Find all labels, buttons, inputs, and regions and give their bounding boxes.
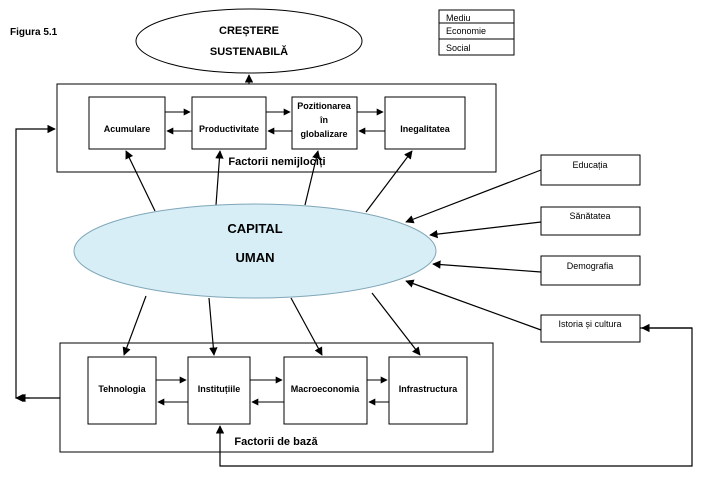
- legend-mediu: Mediu: [446, 13, 471, 23]
- box-inegalitatea-label: Inegalitatea: [400, 124, 451, 134]
- figure-label: Figura 5.1: [10, 27, 58, 38]
- box-pozitionare-line3: globalizare: [300, 129, 347, 139]
- legend-economie: Economie: [446, 26, 486, 36]
- box-educatia: [540, 154, 641, 186]
- capital-uman-ellipse: CAPITAL UMAN: [73, 203, 437, 299]
- box-pozitionare-line2: în: [319, 115, 328, 125]
- box-tehnologia: [87, 356, 157, 425]
- box-demografia: [540, 255, 641, 286]
- box-tehnologia-label: Tehnologia: [98, 384, 146, 394]
- box-macroeconomia-label: Macroeconomia: [291, 384, 361, 394]
- box-institutiile-label: Instituțiile: [198, 384, 241, 394]
- goal-ellipse: CREȘTERE SUSTENABILĂ: [135, 8, 363, 74]
- box-macroeconomia: [283, 356, 368, 425]
- direct-factors-frame: [56, 83, 497, 173]
- box-acumulare: [88, 96, 166, 150]
- box-sanatatea: [540, 206, 641, 236]
- box-acumulare-label: Acumulare: [104, 124, 151, 134]
- capital-line1: CAPITAL: [227, 221, 282, 236]
- box-infrastructura: [388, 356, 468, 425]
- feedback-loop-left: [15, 124, 60, 403]
- direct-factors-caption: Factorii nemijlociți: [228, 156, 325, 168]
- box-productivitate: [191, 96, 267, 150]
- box-pozitionare-line1: Pozitionarea: [297, 101, 352, 111]
- box-productivitate-label: Productivitate: [199, 124, 259, 134]
- feedback-loop-right: [215, 323, 693, 467]
- direct-factor-links: [165, 108, 385, 135]
- goal-line2: SUSTENABILĂ: [210, 45, 288, 58]
- base-factor-links: [156, 376, 389, 406]
- capital-to-direct-arrows: [125, 150, 413, 213]
- base-factors-caption: Factorii de bază: [234, 436, 318, 448]
- box-institutiile: [187, 356, 251, 425]
- external-to-capital-arrows: [405, 169, 542, 331]
- capital-line2: UMAN: [236, 250, 275, 265]
- box-pozitionare: [291, 96, 358, 150]
- box-istoria-label: Istoria și cultura: [558, 319, 621, 329]
- box-infrastructura-label: Infrastructura: [399, 384, 459, 394]
- box-demografia-label: Demografia: [567, 261, 614, 271]
- goal-line1: CREȘTERE: [219, 25, 279, 37]
- capital-to-base-arrows: [122, 292, 421, 356]
- box-educatia-label: Educația: [572, 160, 607, 170]
- legend-social: Social: [446, 43, 471, 53]
- legend: Mediu Economie Social: [438, 9, 515, 56]
- box-inegalitatea: [384, 96, 466, 150]
- box-sanatatea-label: Sănătatea: [569, 211, 610, 221]
